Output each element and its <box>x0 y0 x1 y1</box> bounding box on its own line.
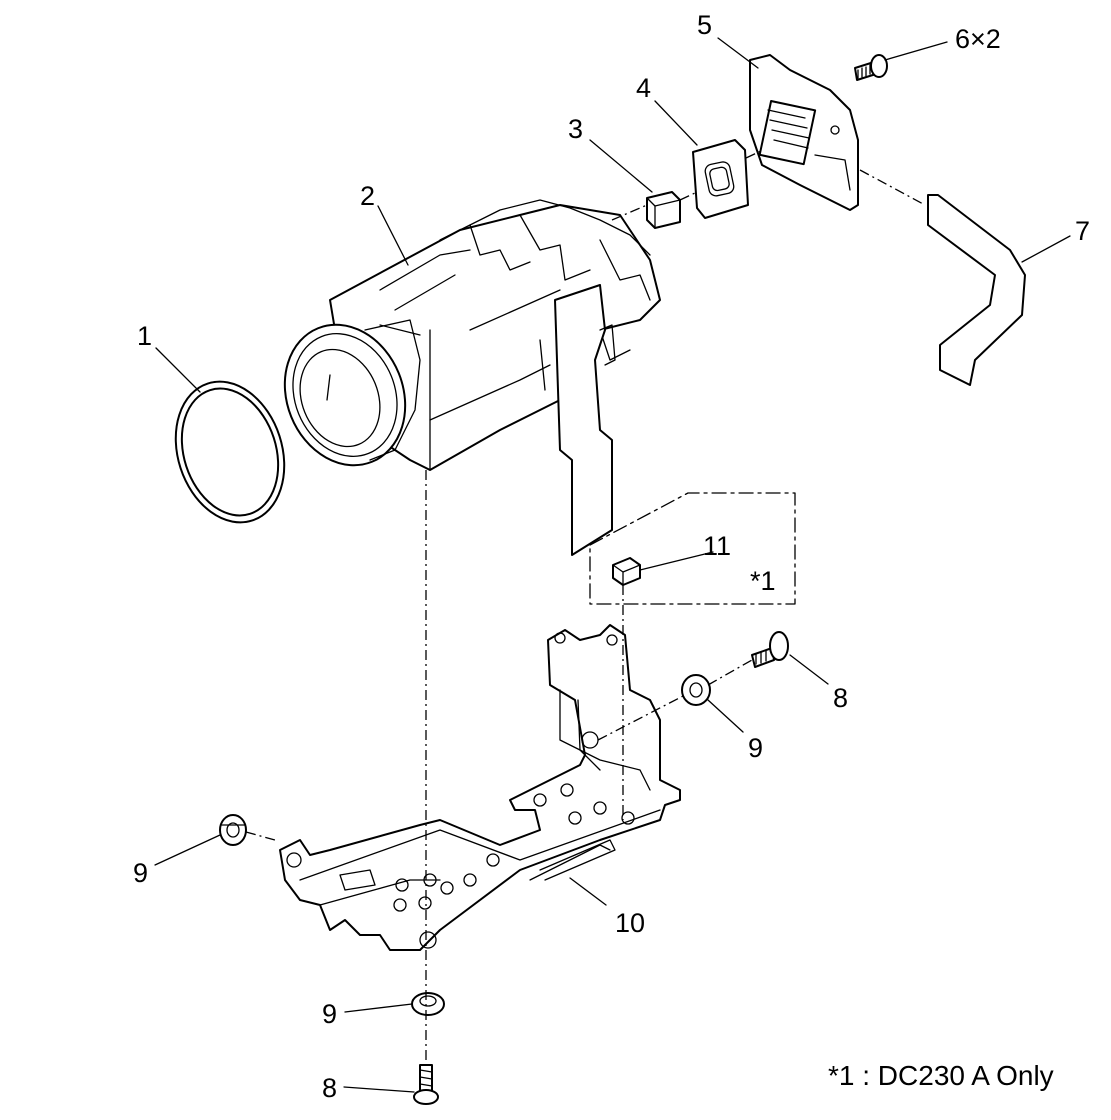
part-4-ccd-gasket <box>692 139 749 219</box>
part-8-screw-right <box>751 631 789 668</box>
label-part-2: 2 <box>360 181 375 211</box>
label-part-8-bottom: 8 <box>322 1073 337 1103</box>
part-8-screw-bottom <box>413 1064 439 1105</box>
label-part-5: 5 <box>697 10 712 40</box>
part-7-flex-cable <box>927 194 1026 386</box>
part-3-filter <box>646 191 681 229</box>
label-option-mark: *1 <box>750 566 776 596</box>
part-6-screw <box>854 54 888 81</box>
footnote-dc230a: *1 : DC230 A Only <box>828 1060 1054 1091</box>
label-part-9-left: 9 <box>133 858 148 888</box>
label-part-7: 7 <box>1075 216 1090 246</box>
part-9-grommet-right <box>681 674 711 706</box>
label-part-4: 4 <box>636 73 651 103</box>
part-9-grommet-bottom <box>411 992 445 1016</box>
label-part-11: 11 <box>703 531 731 561</box>
option-dashed-box <box>589 492 796 605</box>
leader-lines <box>154 37 1071 1093</box>
label-part-10: 10 <box>615 908 645 938</box>
label-part-9-right: 9 <box>748 733 763 763</box>
part-10-bracket <box>279 624 681 951</box>
label-part-6: 6×2 <box>955 24 1001 54</box>
part-9-grommet-left <box>219 814 247 846</box>
assembly-lines <box>245 149 926 1060</box>
label-part-3: 3 <box>568 114 583 144</box>
part-11-spacer <box>612 557 641 586</box>
part-2-lens-unit <box>283 199 661 556</box>
part-labels: 1 2 3 4 5 6×2 7 8 9 9 10 11 *1 9 8 *1 : … <box>133 10 1090 1103</box>
part-1-lens-ring <box>174 380 286 524</box>
label-part-9-bottom: 9 <box>322 999 337 1029</box>
label-part-8-right: 8 <box>833 683 848 713</box>
label-part-1: 1 <box>137 321 152 351</box>
part-5-ccd-board <box>749 54 859 211</box>
